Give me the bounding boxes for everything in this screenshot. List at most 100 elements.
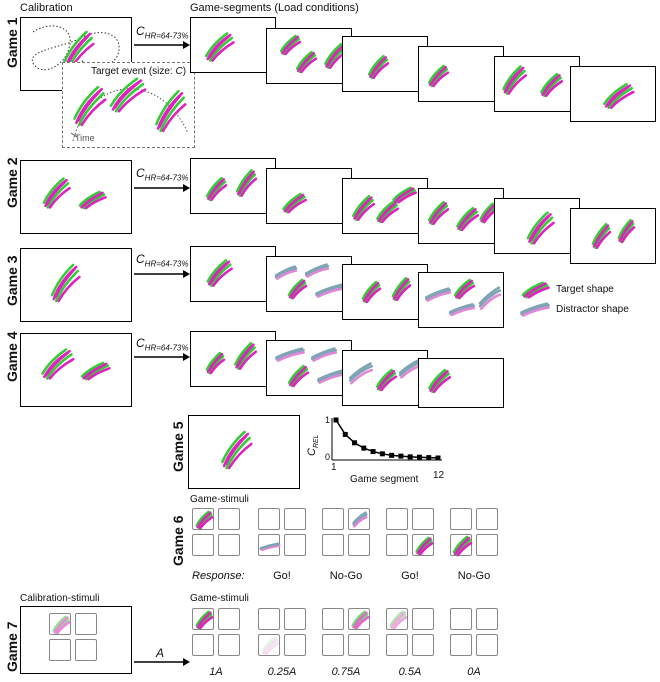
hr-arrow-label: CHR=64-73% [136,336,189,353]
target-shape [279,35,301,55]
target-stroke [197,512,209,526]
target-stroke [457,282,470,296]
target-stroke [210,356,224,373]
distractor-shape [317,369,345,385]
target-shape [219,430,253,470]
target-stroke [291,368,304,383]
target-stroke [300,55,315,72]
distractor-stroke [317,286,344,295]
distractor-stroke [354,513,366,523]
target-stroke [593,224,606,244]
target-shape [287,279,307,299]
target-stroke [506,70,522,91]
distractor-stroke [320,375,344,383]
target-shape [195,511,213,529]
target-stroke [240,175,255,196]
target-stroke [394,188,411,200]
distractor-shape-legend-icon [520,302,550,318]
target-stroke [609,88,632,108]
game1-segment-5 [494,56,580,112]
target-stroke [207,178,221,196]
target-stroke [356,199,370,217]
target-stroke [429,370,445,388]
target-shape [351,195,375,221]
x-tick-label: 1 [331,462,337,473]
target-stroke [458,283,473,298]
game7-stimulus-3 [386,608,434,658]
y-axis-label: CREL [306,434,321,456]
target-shape [195,611,213,629]
target-stroke [211,360,224,373]
distractor-stroke [480,288,499,303]
target-stroke [369,56,383,74]
target-stroke [209,37,228,58]
distractor-stroke [277,349,303,358]
distractor-stroke [276,268,296,277]
distractor-shape [260,543,280,551]
target-stroke [621,224,633,242]
target-event-box: Target event (size: C) Time [62,62,195,148]
target-shape [77,191,107,209]
data-point [407,454,413,460]
target-stroke [286,42,300,54]
target-stroke [397,190,415,202]
target-shape [427,65,449,87]
target-stroke [211,265,230,286]
target-stroke [377,202,393,219]
target-shape [281,193,307,213]
distractor-shape [479,285,501,313]
target-stroke [265,640,276,653]
target-stroke [399,193,416,203]
calibration-stimuli-title: Calibration-stimuli [20,593,100,604]
target-stroke [396,189,412,200]
target-stroke [229,444,251,468]
target-stroke [481,204,493,219]
target-stroke [207,353,220,370]
distractor-stroke [350,366,372,380]
target-stroke [597,232,610,248]
game-4-label: Game 4 [4,331,20,382]
target-stroke [115,82,139,107]
target-stroke [456,539,468,553]
target-stroke [393,614,404,627]
target-stroke [434,73,448,86]
target-stroke [380,205,396,222]
target-stroke [460,211,474,228]
target-stroke [239,173,252,193]
target-shape [361,281,381,303]
distractor-shape [349,361,373,387]
distractor-shape [425,287,451,303]
target-stroke [528,213,548,239]
target-stroke [431,68,444,83]
target-stroke [199,614,210,627]
target-stroke [393,278,406,296]
target-stroke [242,179,256,196]
distractor-stroke [306,266,328,275]
game7-stimulus-2 [322,608,370,658]
target-stroke [380,204,394,219]
target-stroke [434,209,448,223]
distractor-stroke [262,546,279,550]
target-stroke [297,52,311,69]
target-stroke [292,369,307,386]
target-shape [427,201,449,225]
game7-stimulus-1 [258,608,306,658]
target-stroke [116,84,143,111]
series-line [335,419,439,459]
target-stroke [289,200,306,212]
target-shape [453,279,475,299]
game3-segment-4 [418,272,504,328]
target-stroke [457,208,473,226]
target-stroke [596,228,610,248]
response-go: Go! [273,570,291,582]
target-stroke [89,368,110,379]
target-stroke [210,182,225,200]
target-shape [235,169,257,197]
target-stroke [608,87,628,105]
game-2-label: Game 2 [4,157,20,208]
data-point [379,451,385,457]
target-stroke [328,47,342,65]
target-stroke [86,366,108,380]
x-axis-label: Game segment [350,474,419,485]
hr-arrow-label: CHR=64-73% [136,252,189,269]
